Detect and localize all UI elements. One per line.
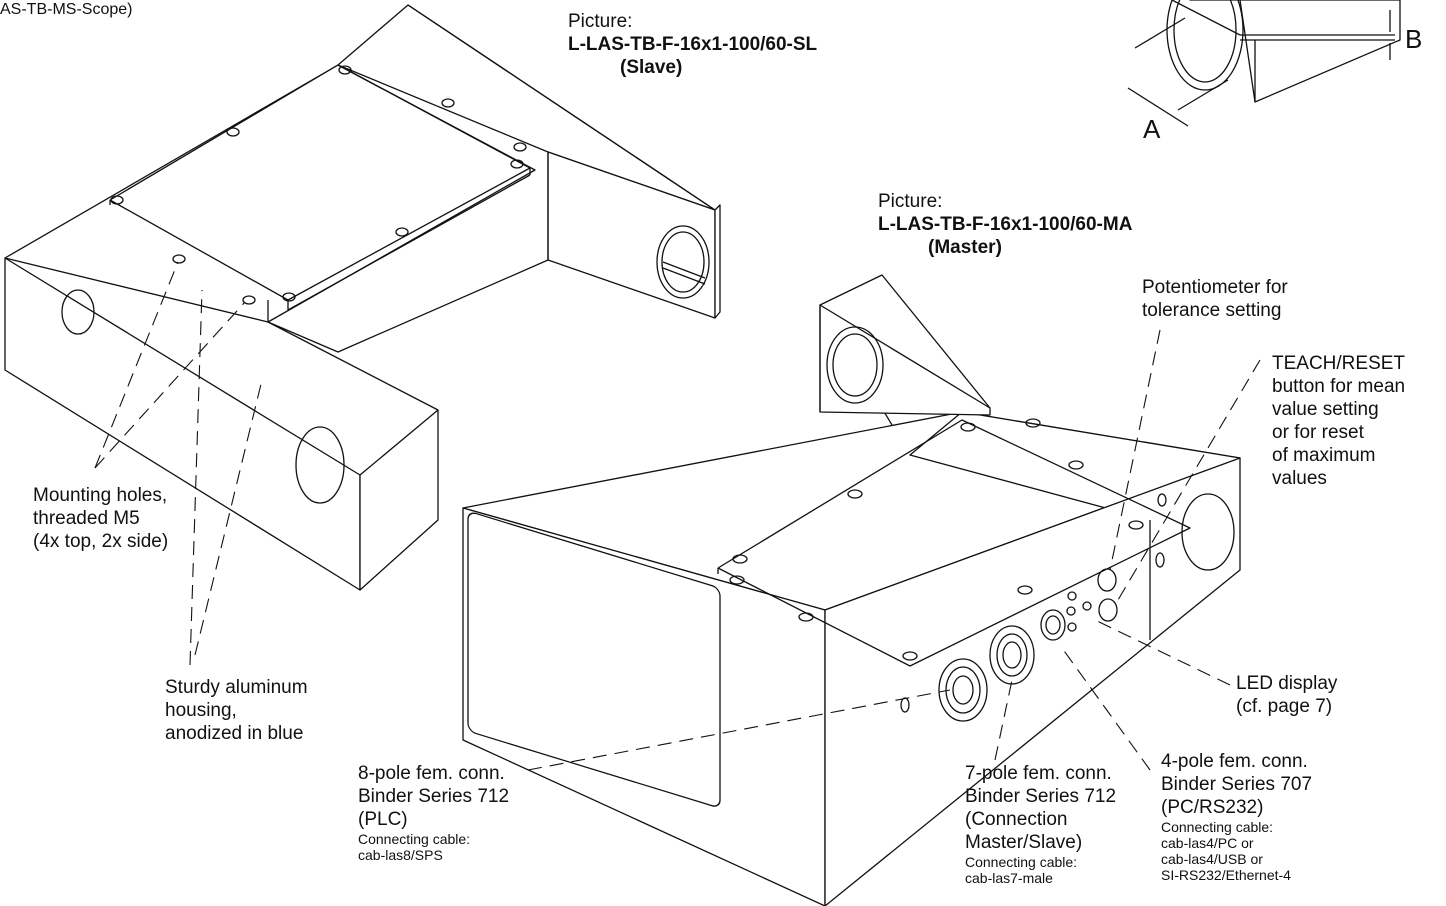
header-fragment: AS-TB-MS-Scope) xyxy=(0,1,133,18)
mounting-holes-callout: Mounting holes, threaded M5 (4x top, 2x … xyxy=(33,485,169,552)
conn8-callout: 8-pole fem. conn. Binder Series 712 (PLC… xyxy=(358,763,510,863)
teach-reset-callout: TEACH/RESET button for mean value settin… xyxy=(1272,353,1406,489)
slave-model: L-LAS-TB-F-16x1-100/60-SL xyxy=(568,34,818,55)
led-display-callout: LED display (cf. page 7) xyxy=(1236,673,1338,717)
slave-housing xyxy=(4,4,721,591)
conn4-callout: 4-pole fem. conn. Binder Series 707 (PC/… xyxy=(1161,751,1313,883)
housing-callout: Sturdy aluminum housing, anodized in blu… xyxy=(165,677,308,744)
leader-lines xyxy=(94,261,1261,771)
conn7-callout: 7-pole fem. conn. Binder Series 712 (Con… xyxy=(965,763,1117,886)
slave-caption: Picture: xyxy=(568,11,633,32)
potentiometer-callout: Potentiometer for tolerance setting xyxy=(1142,277,1288,321)
detail-view xyxy=(1127,0,1401,127)
master-caption: Picture: xyxy=(878,191,943,212)
slave-title: Picture: L-LAS-TB-F-16x1-100/60-SL (Slav… xyxy=(568,10,817,79)
master-model: L-LAS-TB-F-16x1-100/60-MA xyxy=(878,214,1133,235)
dimension-a-label: A xyxy=(1143,114,1161,144)
master-role: (Master) xyxy=(928,237,1002,258)
slave-role: (Slave) xyxy=(620,57,683,78)
master-title: Picture: L-LAS-TB-F-16x1-100/60-MA (Mast… xyxy=(878,190,1132,259)
dimension-b-label: B xyxy=(1405,24,1423,54)
